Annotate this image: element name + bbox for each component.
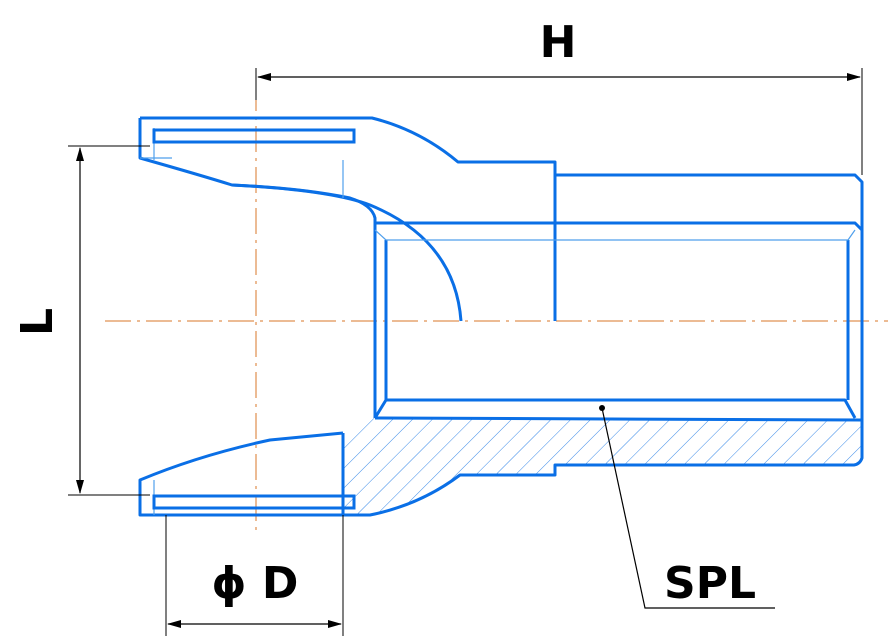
ear-pin-bores [152,128,356,510]
spline-label: SPL [664,558,756,609]
dimension-l-label: L [12,308,63,336]
section-hatch [343,418,862,515]
dimension-l: L [12,145,150,496]
centerlines [105,85,888,532]
dimension-d-label: ϕ D [212,558,299,609]
dimension-d: ϕ D [165,515,344,636]
spline-leader-dot [599,405,605,411]
yoke-outline [138,116,864,517]
dimension-h: H [255,17,863,175]
spline-leader: SPL [599,405,775,609]
dimension-h-label: H [540,17,577,68]
spline-leader-line [601,407,775,609]
